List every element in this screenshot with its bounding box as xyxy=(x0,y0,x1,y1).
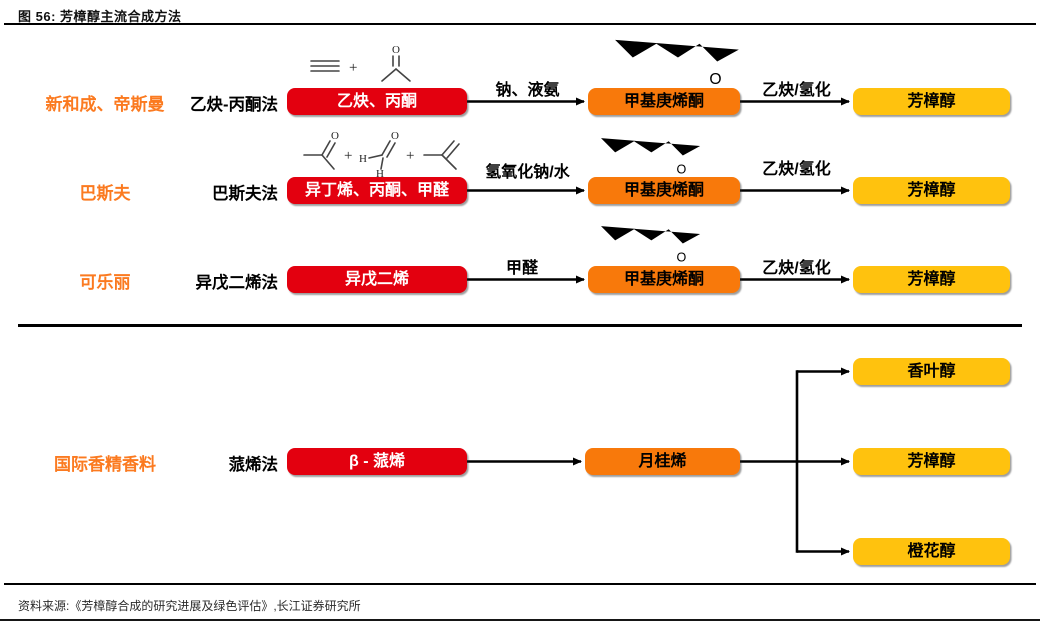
step1-label-row3: 甲醛 xyxy=(505,260,538,277)
svg-text:+: + xyxy=(406,148,414,164)
product-box-row3: 芳樟醇 xyxy=(853,266,1010,293)
method-label-row2: 巴斯夫法 xyxy=(212,185,278,203)
company-label-row4: 国际香精香料 xyxy=(54,455,156,474)
step2-label-row3: 乙炔/氢化 xyxy=(762,260,831,277)
acetone-formaldehyde-isobutylene-structure: O + H O H + xyxy=(303,130,460,177)
company-label-row1: 新和成、帝斯曼 xyxy=(45,95,165,114)
company-label-row3: 可乐丽 xyxy=(79,273,131,292)
svg-text:+: + xyxy=(344,148,352,164)
step1-label-row2: 氢氧化钠/水 xyxy=(485,164,570,181)
step2-label-row1: 乙炔/氢化 xyxy=(762,82,831,99)
figure-title: 图 56: 芳樟醇主流合成方法 xyxy=(18,9,182,24)
methylheptenone-structure-row1 xyxy=(600,32,750,86)
feedstock-box-row2: 异丁烯、丙酮、甲醛 xyxy=(287,177,467,204)
product-box-row2: 芳樟醇 xyxy=(853,177,1010,204)
intermediate-box-row2: 甲基庚烯酮 xyxy=(588,177,740,204)
company-label-row2: 巴斯夫 xyxy=(79,184,131,203)
feedstock-box-row4: β - 蒎烯 xyxy=(287,448,467,475)
acetylene-plus-acetone-structure: + O xyxy=(310,44,411,82)
method-label-row3: 异戊二烯法 xyxy=(195,274,279,292)
svg-text:O: O xyxy=(392,44,400,56)
intermediate-box-row4: 月桂烯 xyxy=(585,448,740,475)
method-label-row1: 乙炔-丙酮法 xyxy=(190,96,278,114)
svg-text:O: O xyxy=(391,130,399,142)
product-box-geraniol: 香叶醇 xyxy=(853,358,1010,385)
methylheptenone-structure-row3 xyxy=(590,219,708,264)
section-divider xyxy=(18,324,1022,327)
feedstock-box-row3: 异戊二烯 xyxy=(287,266,467,293)
step2-label-row2: 乙炔/氢化 xyxy=(762,161,831,178)
svg-text:H: H xyxy=(359,153,367,165)
feedstock-box-row1: 乙炔、丙酮 xyxy=(287,88,467,115)
product-box-nerol: 橙花醇 xyxy=(853,538,1010,565)
intermediate-box-row1: 甲基庚烯酮 xyxy=(588,88,740,115)
step1-label-row1: 钠、液氨 xyxy=(495,82,560,99)
svg-text:+: + xyxy=(349,60,357,76)
product-box-linalool: 芳樟醇 xyxy=(853,448,1010,475)
svg-text:H: H xyxy=(376,168,384,177)
figure-bottom-rule xyxy=(4,583,1036,585)
svg-text:O: O xyxy=(331,130,339,142)
method-label-row4: 蒎烯法 xyxy=(228,456,279,474)
product-box-row1: 芳樟醇 xyxy=(853,88,1010,115)
page-bottom-rule xyxy=(0,619,1040,621)
intermediate-box-row3: 甲基庚烯酮 xyxy=(588,266,740,293)
isoprene-structure xyxy=(326,221,398,265)
source-note: 资料来源:《芳樟醇合成的研究进展及绿色评估》,长江证券研究所 xyxy=(18,599,361,613)
title-underline xyxy=(4,23,1036,25)
methylheptenone-structure-row2 xyxy=(590,131,708,176)
